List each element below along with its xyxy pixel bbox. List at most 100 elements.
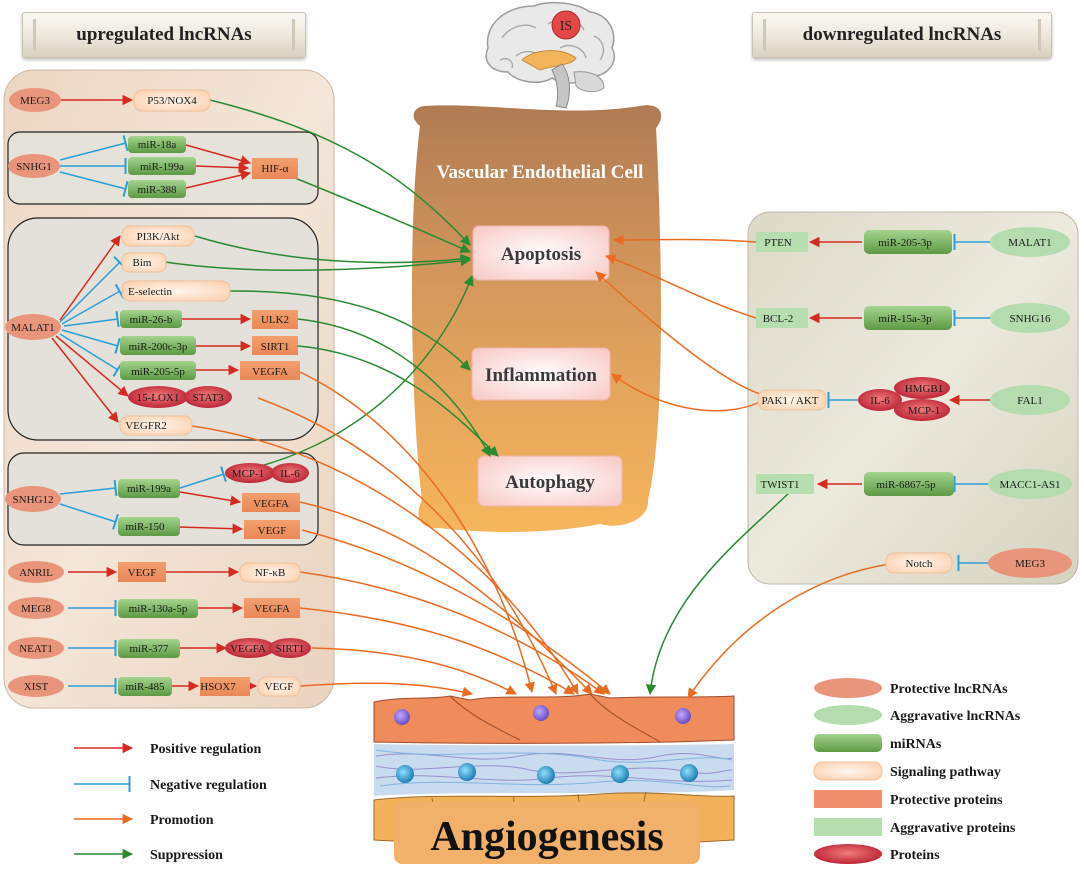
neat1-label: NEAT1 [19, 643, 53, 655]
fal1-lncrna [990, 385, 1070, 415]
snhg12-vegfa-label: VEGFA [253, 498, 289, 510]
15-lox1-protein [128, 386, 188, 408]
hsox7-label: HSOX7 [200, 681, 236, 693]
malat1-mir-205-5p-label: miR-205-5p [131, 366, 185, 378]
legend-positive-regulation: Positive regulation [150, 742, 262, 757]
arrow-notch-angio [687, 561, 907, 699]
legend-protective-proteins: Protective proteins [890, 793, 1003, 808]
snhg12-il6-label: IL-6 [280, 468, 300, 480]
malat1-vegfa-label: VEGFA [252, 366, 288, 378]
snhg16-lncrna [990, 303, 1070, 333]
snhg12-vegfa-protein [242, 493, 300, 512]
legend-suppression: Suppression [150, 848, 223, 863]
arrow-sirt1-autophagy [297, 345, 499, 457]
meg8-lncrna [8, 597, 64, 619]
hsox7-protein [200, 677, 250, 696]
snhg12-il6-protein [271, 463, 309, 483]
xist-label: XIST [24, 681, 49, 693]
macc1-as1-label: MACC1-AS1 [999, 479, 1060, 491]
vegfr2-label: VEGFR2 [125, 420, 167, 432]
arrow-pi3k-apoptosis [194, 235, 472, 265]
bcl2-label: BCL-2 [763, 313, 794, 325]
snhg1-mir-199a [128, 157, 196, 175]
snhg12-vegf-protein [244, 520, 300, 539]
hif-alpha-protein [252, 158, 298, 179]
malat1-mir-26b [120, 310, 182, 328]
snhg16-label: SNHG16 [1010, 313, 1051, 325]
malat1-mir-200c-3p [120, 336, 196, 355]
legend-protective-lncrnas: Protective lncRNAs [890, 682, 1008, 697]
arrow-meg8-angio [299, 607, 575, 695]
legend-proteins-swatch [814, 844, 882, 864]
nfkb-label: NF-κB [255, 567, 286, 579]
meg8-mir-130a-5p [118, 599, 198, 618]
hmgb1-protein [894, 377, 950, 399]
down-mir-15a-3p-label: miR-15a-3p [878, 313, 932, 325]
arrow-legend: Positive regulation Negative regulation … [74, 742, 267, 863]
legend-aggravative-proteins: Aggravative proteins [890, 821, 1016, 836]
snhg1-lncrna [8, 154, 60, 178]
malat1-mir-26b-label: miR-26-b [130, 314, 173, 326]
hmgb1-label: HMGB1 [905, 383, 944, 395]
neat1-vegfa-protein [225, 638, 275, 658]
snhg1-mir-388 [128, 180, 186, 198]
malat1-mir-200c-3p-label: miR-200c-3p [129, 341, 188, 353]
anril-vegf-protein [118, 562, 166, 582]
neat1-sirt1-protein [269, 638, 311, 658]
arrow-xist-angio [299, 682, 474, 697]
down-mir-205-3p [864, 230, 952, 254]
pten-label: PTEN [764, 237, 792, 249]
endothelial-cell [411, 105, 662, 533]
snhg12-mcp1-protein [225, 463, 275, 483]
bim-pathway [121, 252, 167, 273]
snhg1-mir-18a [128, 136, 186, 153]
arrow-stat3-angio [257, 397, 558, 695]
angiogenesis-label: Angiogenesis [430, 814, 663, 860]
legend-proteins: Proteins [890, 848, 940, 863]
meg8-vegfa-protein [244, 598, 300, 618]
arrow-twist1-angio [645, 491, 791, 696]
snhg12-vegf-label: VEGF [258, 525, 287, 537]
stat3-protein [184, 386, 232, 408]
snhg1-mir-199a-label: miR-199a [140, 161, 184, 173]
arrow-eselectin-inflammation [229, 290, 471, 371]
arrow-nfkb-angio [299, 571, 605, 695]
downregulated-header: downregulated lncRNAs [752, 12, 1052, 58]
fal1-label: FAL1 [1017, 395, 1042, 407]
stat3-label: STAT3 [193, 392, 224, 404]
arrow-bcl2-apoptosis [605, 254, 757, 319]
arrow-snhg12-vegf-angio [301, 529, 611, 695]
anril-lncrna [8, 561, 64, 583]
xist-mir-485 [118, 677, 172, 696]
legend-aggravative-lncrna-swatch [814, 705, 882, 725]
twist1-label: TWIST1 [760, 479, 799, 491]
anril-vegf-label: VEGF [128, 567, 157, 579]
legend-aggravative-proteins-swatch [814, 818, 882, 836]
hif-alpha-label: HIF-α [261, 163, 288, 175]
meg8-vegfa-label: VEGFA [254, 603, 290, 615]
legend-protective-proteins-swatch [814, 790, 882, 808]
down-mcp1-label: MCP-1 [908, 405, 940, 417]
down-mir-6867-5p-label: miR-6867-5p [876, 479, 936, 491]
neat1-sirt1-label: SIRT1 [276, 643, 305, 655]
arrow-snhg12-apoptosis [225, 275, 474, 475]
down-meg3-label: MEG3 [1015, 558, 1045, 570]
arrow-snhg12-vegfa-angio [299, 501, 593, 695]
brain-label: IS [560, 19, 572, 34]
notch-label: Notch [906, 558, 933, 570]
down-mir-15a-3p [864, 306, 952, 330]
arrow-pten-apoptosis [612, 234, 757, 246]
arrow-neat1-angio [311, 647, 517, 695]
bcl2-protein [756, 308, 808, 328]
snhg12-mir-150 [118, 517, 180, 536]
pten-protein [756, 232, 808, 252]
down-malat1-label: MALAT1 [1008, 237, 1051, 249]
legend-aggravative-lncrnas: Aggravative lncRNAs [890, 709, 1021, 724]
xist-vegf-label: VEGF [265, 681, 294, 693]
down-mcp1-protein [894, 399, 950, 421]
snhg12-lncrna [5, 486, 61, 512]
e-selectin-pathway [121, 280, 231, 302]
arrow-vegfr2-angio [191, 425, 579, 695]
ulk2-protein [252, 310, 298, 329]
